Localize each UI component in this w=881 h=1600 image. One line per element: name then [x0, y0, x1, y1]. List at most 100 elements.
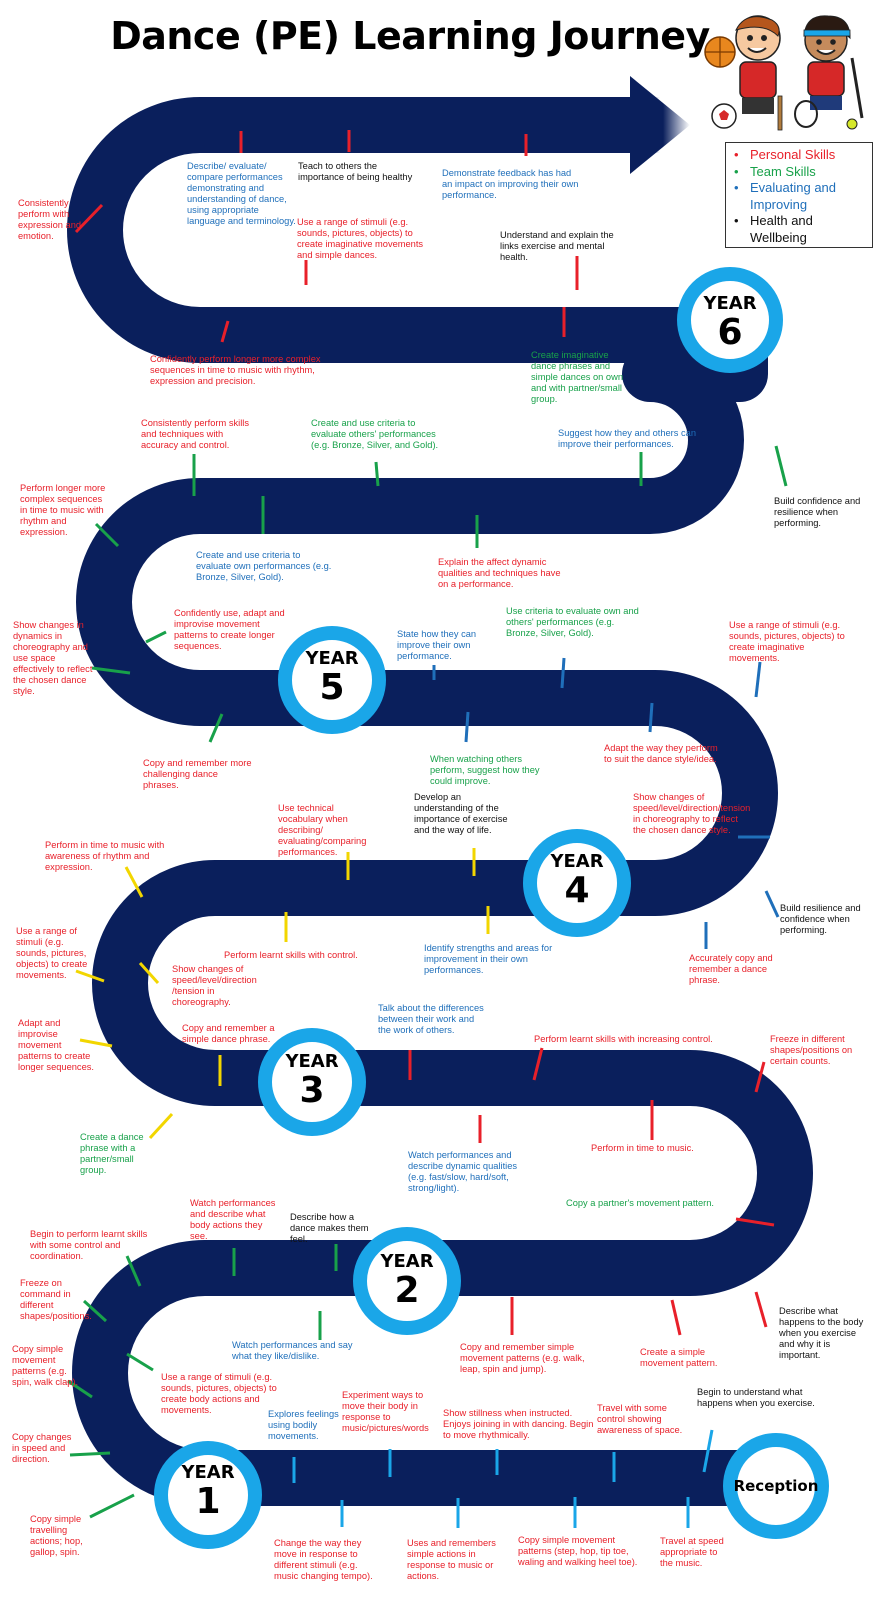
badge-year1-label: YEAR: [181, 1462, 235, 1483]
road-arrow-tail: [600, 97, 660, 153]
badge-year5-number: 5: [319, 667, 345, 708]
label-build-resilience: Build resilience and confidence when per…: [780, 903, 861, 935]
label-identify-strengths: Identify strengths and areas for improve…: [424, 943, 553, 975]
label-copy-simple-movement: Copy simple movement patterns (e.g. spin…: [12, 1344, 79, 1387]
tennis-racket-icon: [794, 100, 818, 128]
tick: [754, 1291, 768, 1328]
badge-year6-number: 6: [717, 312, 743, 353]
tick: [464, 711, 470, 743]
label-create-imaginative: Create imaginative dance phrases and sim…: [531, 350, 623, 404]
tick: [560, 657, 566, 689]
label-teach-others: Teach to others the importance of being …: [298, 161, 413, 182]
label-watching-others: When watching others perform, suggest ho…: [430, 754, 540, 786]
badge-year4: [523, 829, 631, 937]
label-adapt-improve: Adapt and improvise movement patterns to…: [18, 1018, 94, 1072]
label-accurately-copy: Accurately copy and remember a dance phr…: [689, 953, 773, 985]
label-build-confidence: Build confidence and resilience when per…: [774, 496, 861, 528]
label-range-imaginative: Use a range of stimuli (e.g. sounds, pic…: [729, 620, 845, 663]
tick: [69, 1451, 111, 1457]
label-consistently-expression: Consistently perform with expression and…: [18, 198, 82, 241]
tick: [648, 702, 654, 733]
tick: [94, 522, 120, 548]
legend: •Personal Skills •Team Skills •Evaluatin…: [725, 142, 873, 248]
tick: [148, 1112, 174, 1140]
tick: [138, 961, 160, 985]
legend-item-personal: •Personal Skills: [734, 147, 836, 162]
tick: [75, 969, 105, 983]
tick: [208, 713, 224, 743]
tick: [125, 1255, 142, 1287]
tick: [82, 1299, 108, 1323]
label-change-way: Change the way they move in response to …: [274, 1538, 373, 1581]
label-create-dance-phrase: Create a dance phrase with a partner/sma…: [80, 1132, 144, 1175]
label-show-stillness: Show stillness when instructed. Enjoys j…: [443, 1408, 594, 1440]
badge-year2-number: 2: [394, 1270, 420, 1311]
tick: [735, 1217, 775, 1227]
tick: [145, 630, 167, 644]
label-travel-speed: Travel at speed appropriate to the music…: [660, 1536, 724, 1568]
label-freeze-counts: Freeze in different shapes/positions on …: [770, 1034, 853, 1066]
label-begin-perform: Begin to perform learnt skills with some…: [30, 1229, 148, 1261]
label-copy-simple-dance: Copy and remember a simple dance phrase.: [182, 1023, 275, 1044]
badge-year5-label: YEAR: [305, 648, 359, 669]
tick: [764, 890, 780, 918]
badge-year1-number: 1: [195, 1481, 221, 1522]
road-path: [67, 97, 813, 1506]
badge-year4-number: 4: [564, 870, 590, 911]
badge-year6: [677, 267, 783, 373]
badge-year5: [278, 626, 386, 734]
label-perform-increasing: Perform learnt skills with increasing co…: [534, 1034, 713, 1044]
badge-year3-number: 3: [299, 1070, 325, 1111]
label-copy-remember-simple: Copy and remember simple movement patter…: [460, 1342, 585, 1374]
label-range-imaginative-dances: Use a range of stimuli (e.g. sounds, pic…: [297, 217, 424, 260]
label-criteria-others: Create and use criteria to evaluate othe…: [311, 418, 439, 450]
tick-marks: [67, 130, 788, 1528]
tick: [67, 1379, 93, 1399]
label-copy-changes: Copy changes in speed and direction.: [12, 1432, 72, 1464]
label-range-stimuli: Use a range of stimuli (e.g. sounds, pic…: [161, 1372, 277, 1415]
tick: [702, 1429, 714, 1473]
page-title: Dance (PE) Learning Journey: [110, 14, 710, 58]
label-show-changes-dynamics: Show changes in dynamics in choreography…: [13, 620, 93, 696]
label-understand-links: Understand and explain the links exercis…: [500, 230, 614, 262]
label-use-criteria-others: Use criteria to evaluate own and others'…: [506, 606, 639, 638]
badge-year2: [353, 1227, 461, 1335]
tick: [374, 461, 380, 487]
badge-year6-label: YEAR: [703, 293, 757, 314]
legend-item-evaluating: •Evaluating and Improving: [734, 180, 837, 212]
label-copy-challenging: Copy and remember more challenging dance…: [143, 758, 252, 790]
label-criteria-own: Create and use criteria to evaluate own …: [196, 550, 332, 582]
tick: [124, 866, 144, 898]
tick: [532, 1047, 544, 1081]
badge-year3-label: YEAR: [285, 1051, 339, 1072]
label-describe-feel: Describe how a dance makes them feel.: [290, 1212, 369, 1244]
label-perform-longer: Perform longer more complex sequences in…: [20, 483, 106, 537]
label-copy-travelling: Copy simple travelling actions; hop, gal…: [30, 1514, 83, 1557]
label-perform-rhythm: Perform in time to music with awareness …: [45, 840, 165, 872]
tick: [79, 1038, 113, 1048]
badge-reception: [723, 1433, 829, 1539]
tennis-ball-icon: [846, 118, 858, 130]
label-adapt-style: Adapt the way they perform to suit the d…: [604, 743, 718, 764]
label-demonstrate-feedback: Demonstrate feedback has had an impact o…: [442, 168, 579, 200]
bullet-icon: •: [734, 180, 739, 195]
label-copy-simple-patterns: Copy simple movement patterns (step, hop…: [518, 1535, 638, 1567]
tick: [91, 666, 131, 675]
label-travel-control: Travel with some control showing awarene…: [597, 1403, 683, 1435]
label-perform-time: Perform in time to music.: [591, 1143, 694, 1153]
label-watch-dynamic: Watch performances and describe dynamic …: [408, 1150, 518, 1193]
label-explores-feelings: Explores feelings using bodily movements…: [268, 1409, 339, 1441]
label-technical-vocab: Use technical vocabulary when describing…: [278, 803, 367, 857]
mascot-illustration: [704, 15, 864, 131]
tick: [670, 1299, 682, 1336]
tick: [774, 445, 788, 487]
badge-year4-label: YEAR: [550, 851, 604, 872]
label-watch-describe-body: Watch performances and describe what bod…: [190, 1198, 276, 1241]
label-experiment-ways: Experiment ways to move their body in re…: [342, 1390, 429, 1433]
legend-item-team: •Team Skills: [734, 163, 816, 179]
label-state-improve: State how they can improve their own per…: [397, 629, 477, 661]
bullet-icon: •: [734, 163, 739, 179]
label-perform-control: Perform learnt skills with control.: [224, 950, 358, 960]
badge-year2-label: YEAR: [380, 1251, 434, 1272]
tick: [74, 203, 104, 234]
